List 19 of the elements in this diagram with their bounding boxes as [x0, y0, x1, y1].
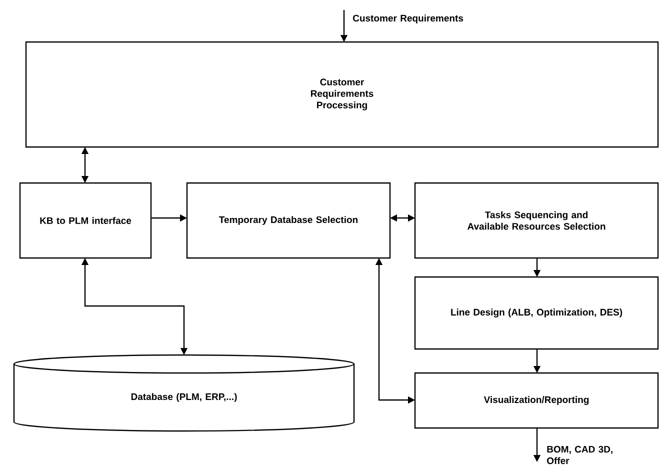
arrow: [375, 258, 415, 404]
arrow: [390, 214, 415, 222]
arrow: [533, 350, 541, 373]
database-cylinder: Database (PLM, ERP,...): [13, 354, 355, 432]
node-label: Database (PLM, ERP,...): [131, 393, 237, 402]
arrow: [152, 214, 187, 222]
edge-label: BOM, CAD 3D, Offer: [547, 446, 612, 464]
edge-label: Customer Requirements: [353, 14, 464, 24]
process-box: Visualization/Reporting: [414, 372, 659, 429]
arrow: [340, 10, 348, 42]
process-box: Tasks Sequencing and Available Resources Selection: [414, 182, 659, 259]
process-box: Customer Requirements Processing: [25, 41, 659, 148]
arrow: [81, 258, 188, 355]
process-box: Line Design (ALB, Optimization, DES): [414, 276, 659, 350]
arrow: [81, 147, 89, 183]
arrow: [533, 258, 541, 277]
process-box: Temporary Database Selection: [186, 182, 391, 259]
arrow: [533, 428, 541, 462]
process-box: KB to PLM interface: [19, 182, 152, 259]
